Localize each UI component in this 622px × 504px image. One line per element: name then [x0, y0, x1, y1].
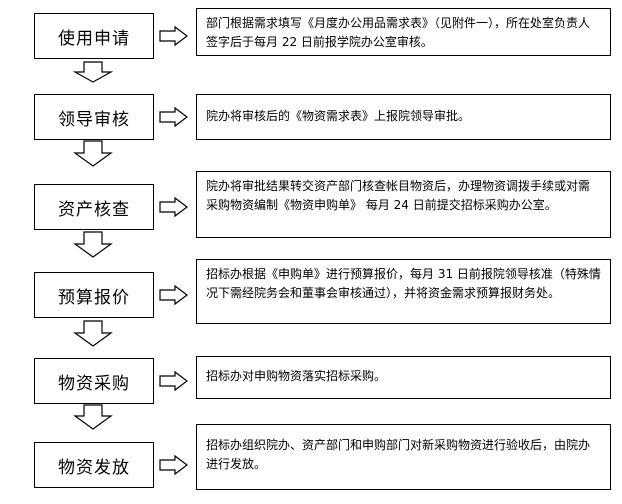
desc-text: 部门根据需求填写《月度办公用品需求表》（见附件一），所在处室负责人签字后于每月 … [206, 16, 591, 49]
step-title: 物资发放 [58, 457, 130, 478]
desc-box-distribute: 招标办组织院办、资产部门和申购部门对新采购物资进行验收后，由院办进行发放。 [196, 424, 611, 490]
step-box-leader-review: 领导审核 [34, 94, 154, 140]
down-arrow-icon [73, 140, 113, 167]
step-title: 预算报价 [58, 287, 130, 308]
step-title: 使用申请 [58, 28, 130, 49]
step-box-distribute: 物资发放 [34, 442, 154, 488]
desc-text: 院办将审核后的《物资需求表》上报院领导审批。 [206, 109, 471, 123]
desc-box-budget-quote: 招标办根据《申购单》进行预算报价，每月 31 日前报院领导核准（特殊情况下需经院… [196, 259, 611, 324]
right-arrow-icon [159, 370, 188, 392]
step-box-purchase: 物资采购 [34, 358, 154, 404]
down-arrow-icon [73, 404, 113, 430]
desc-box-leader-review: 院办将审核后的《物资需求表》上报院领导审批。 [196, 94, 611, 140]
right-arrow-icon [159, 106, 188, 128]
desc-box-purchase: 招标办对申购物资落实招标采购。 [196, 356, 611, 399]
step-box-budget-quote: 预算报价 [34, 272, 154, 318]
desc-text: 招标办根据《申购单》进行预算报价，每月 31 日前报院领导核准（特殊情况下需经院… [206, 267, 601, 300]
step-title: 物资采购 [58, 373, 130, 394]
down-arrow-icon [73, 231, 113, 258]
right-arrow-icon [159, 25, 188, 47]
desc-text: 招标办组织院办、资产部门和申购部门对新采购物资进行验收后，由院办进行发放。 [206, 438, 591, 471]
down-arrow-icon [73, 320, 113, 347]
desc-box-apply: 部门根据需求填写《月度办公用品需求表》（见附件一），所在处室负责人签字后于每月 … [196, 8, 611, 56]
step-box-apply: 使用申请 [34, 13, 154, 59]
right-arrow-icon [159, 454, 188, 476]
step-title: 领导审核 [58, 109, 130, 130]
down-arrow-icon [72, 61, 114, 83]
desc-text: 院办将审批结果转交资产部门核查帐目物资后，办理物资调拨手续或对需采购物资编制《物… [206, 179, 591, 212]
step-box-asset-check: 资产核查 [34, 184, 154, 230]
right-arrow-icon [159, 196, 188, 218]
step-title: 资产核查 [58, 199, 130, 220]
desc-text: 招标办对申购物资落实招标采购。 [206, 369, 387, 383]
right-arrow-icon [159, 284, 188, 306]
desc-box-asset-check: 院办将审批结果转交资产部门核查帐目物资后，办理物资调拨手续或对需采购物资编制《物… [196, 171, 611, 238]
